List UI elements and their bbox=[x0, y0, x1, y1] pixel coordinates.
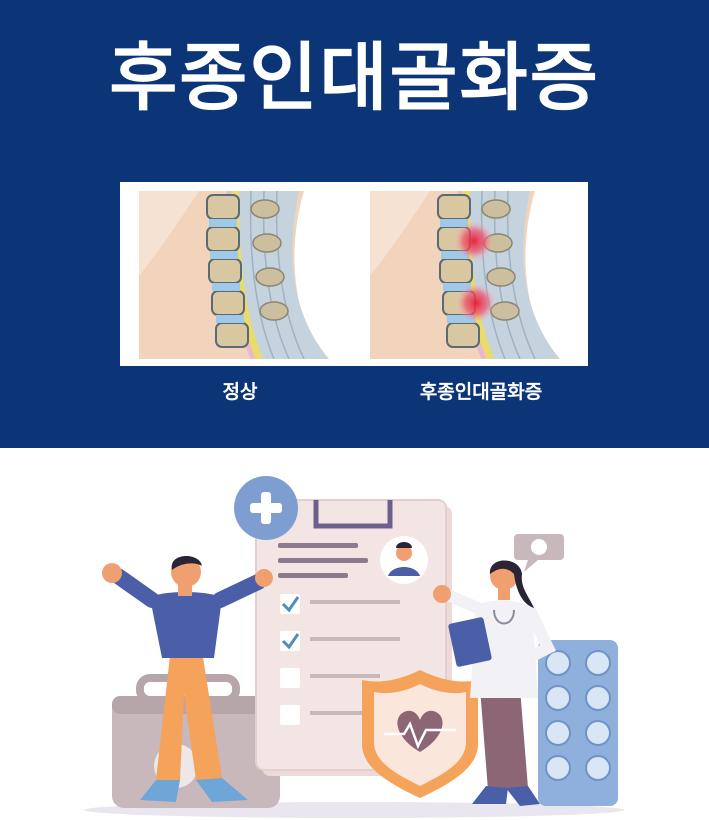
lesion-marker-upper bbox=[454, 221, 494, 261]
plus-icon bbox=[234, 476, 298, 540]
pill-pack-icon bbox=[538, 640, 618, 806]
opll-label: 후종인대골화증 bbox=[419, 381, 543, 403]
heart-shield-icon bbox=[362, 670, 478, 798]
title-banner: 후종인대골화증 bbox=[0, 0, 709, 448]
medical-illustration bbox=[0, 448, 709, 820]
normal-label: 정상 bbox=[222, 381, 258, 403]
patient-figure bbox=[102, 555, 273, 802]
checklist bbox=[280, 594, 400, 725]
spine-comparison bbox=[120, 182, 588, 366]
opll-spine-illustration bbox=[370, 191, 572, 359]
page-title: 후종인대골화증 bbox=[109, 35, 600, 121]
lesion-marker-lower bbox=[456, 283, 496, 323]
normal-spine-illustration bbox=[139, 191, 341, 359]
doctor-figure bbox=[433, 534, 564, 806]
